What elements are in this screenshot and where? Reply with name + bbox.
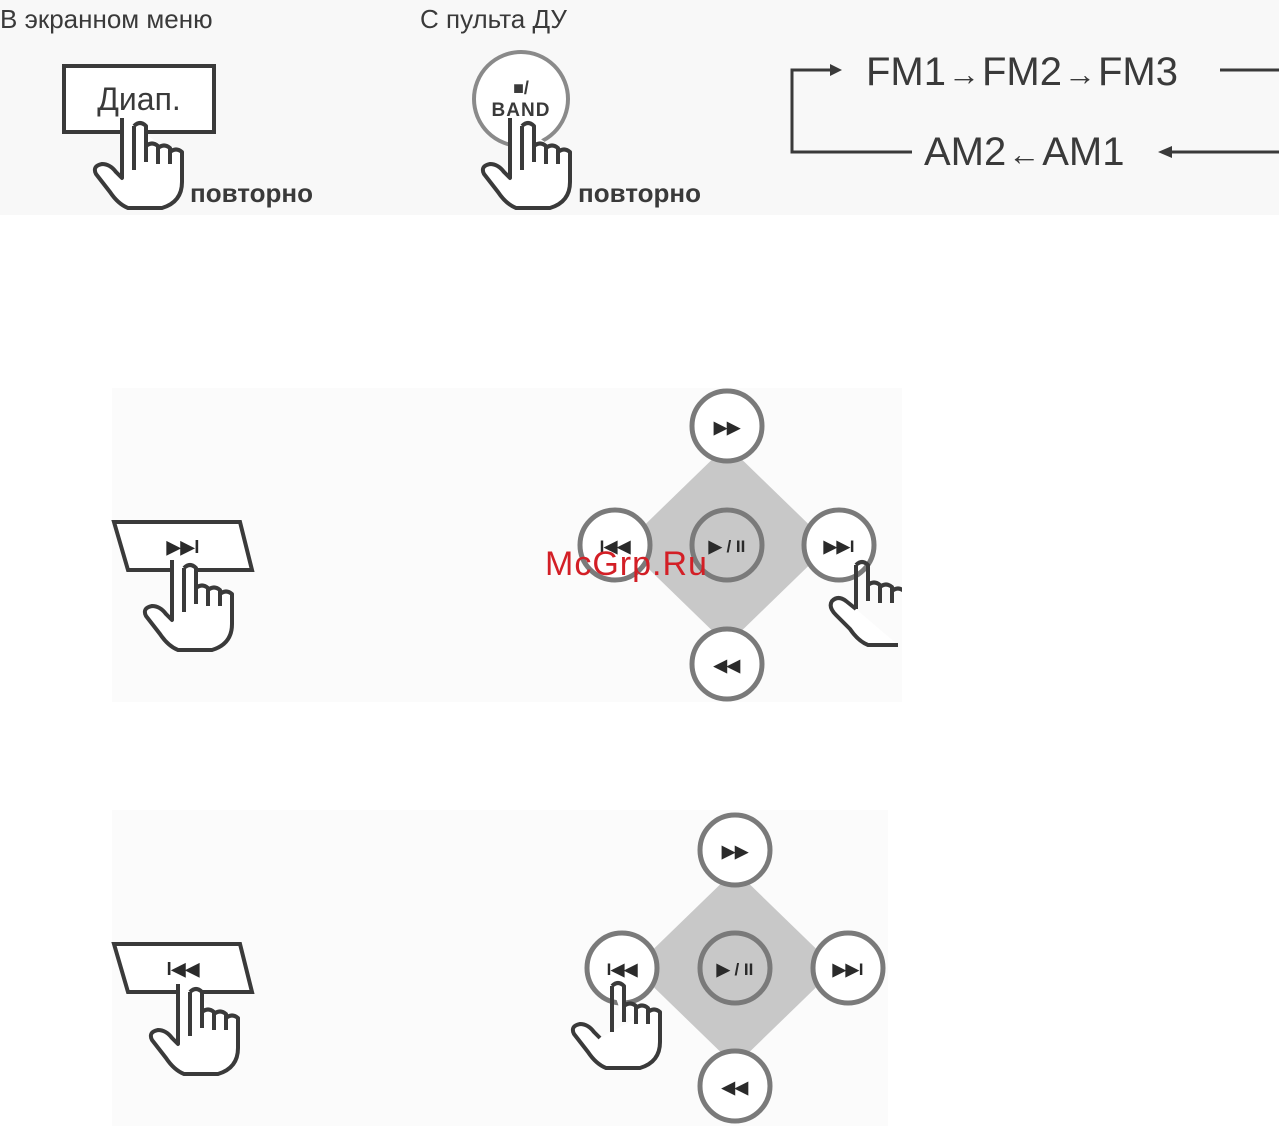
skip-previous-icon: I◀◀ — [167, 959, 201, 979]
dpad-down-button[interactable]: ◀◀ — [692, 629, 762, 699]
rewind-icon: ◀◀ — [713, 656, 741, 675]
fm2-label: FM2 — [982, 50, 1062, 95]
band-label: BAND — [492, 101, 551, 120]
arrow-right-icon: → — [1064, 56, 1096, 93]
fast-forward-icon: ▶▶ — [721, 842, 749, 861]
skip-next-icon: ▶▶I — [823, 537, 855, 556]
repeat-label: повторно — [190, 178, 313, 209]
arrow-left-icon: ← — [1008, 136, 1040, 173]
fm3-label: FM3 — [1098, 50, 1178, 95]
watermark: McGrp.Ru — [545, 545, 708, 584]
skip-next-icon: ▶▶I — [166, 537, 200, 557]
play-pause-icon: ▶ / II — [708, 537, 746, 556]
fm-sequence: FM1→FM2→FM3 — [866, 50, 1178, 95]
remote-dpad: ▶▶ I◀◀ ▶ / II ▶▶I ◀◀ — [570, 808, 888, 1126]
dpad-center-button[interactable]: ▶ / II — [700, 933, 770, 1003]
skip-previous-icon: I◀◀ — [607, 960, 639, 979]
am-sequence: AM2←AM1 — [924, 130, 1125, 175]
dpad-down-button[interactable]: ◀◀ — [700, 1051, 770, 1121]
dpad-right-button[interactable]: ▶▶I — [813, 933, 883, 1003]
skip-next-icon: ▶▶I — [832, 960, 864, 979]
onscreen-caption: В экранном меню — [0, 4, 213, 35]
dpad-up-button[interactable]: ▶▶ — [700, 815, 770, 885]
fm1-label: FM1 — [866, 50, 946, 95]
arrow-right-icon: → — [948, 56, 980, 93]
am1-label: AM1 — [1042, 130, 1124, 175]
pointing-hand-icon — [140, 560, 250, 660]
pointing-hand-icon — [478, 118, 588, 218]
rewind-icon: ◀◀ — [721, 1078, 749, 1097]
dpad-right-button[interactable]: ▶▶I — [804, 510, 874, 580]
play-pause-icon: ▶ / II — [716, 960, 754, 979]
repeat-label: повторно — [578, 178, 701, 209]
pointing-hand-icon — [90, 118, 200, 218]
remote-caption: С пульта ДУ — [420, 4, 567, 35]
dpad-up-button[interactable]: ▶▶ — [692, 391, 762, 461]
stop-band-symbol: ■/ — [513, 79, 529, 97]
fast-forward-icon: ▶▶ — [713, 418, 741, 437]
am2-label: AM2 — [924, 130, 1006, 175]
pointing-hand-icon — [146, 984, 256, 1084]
